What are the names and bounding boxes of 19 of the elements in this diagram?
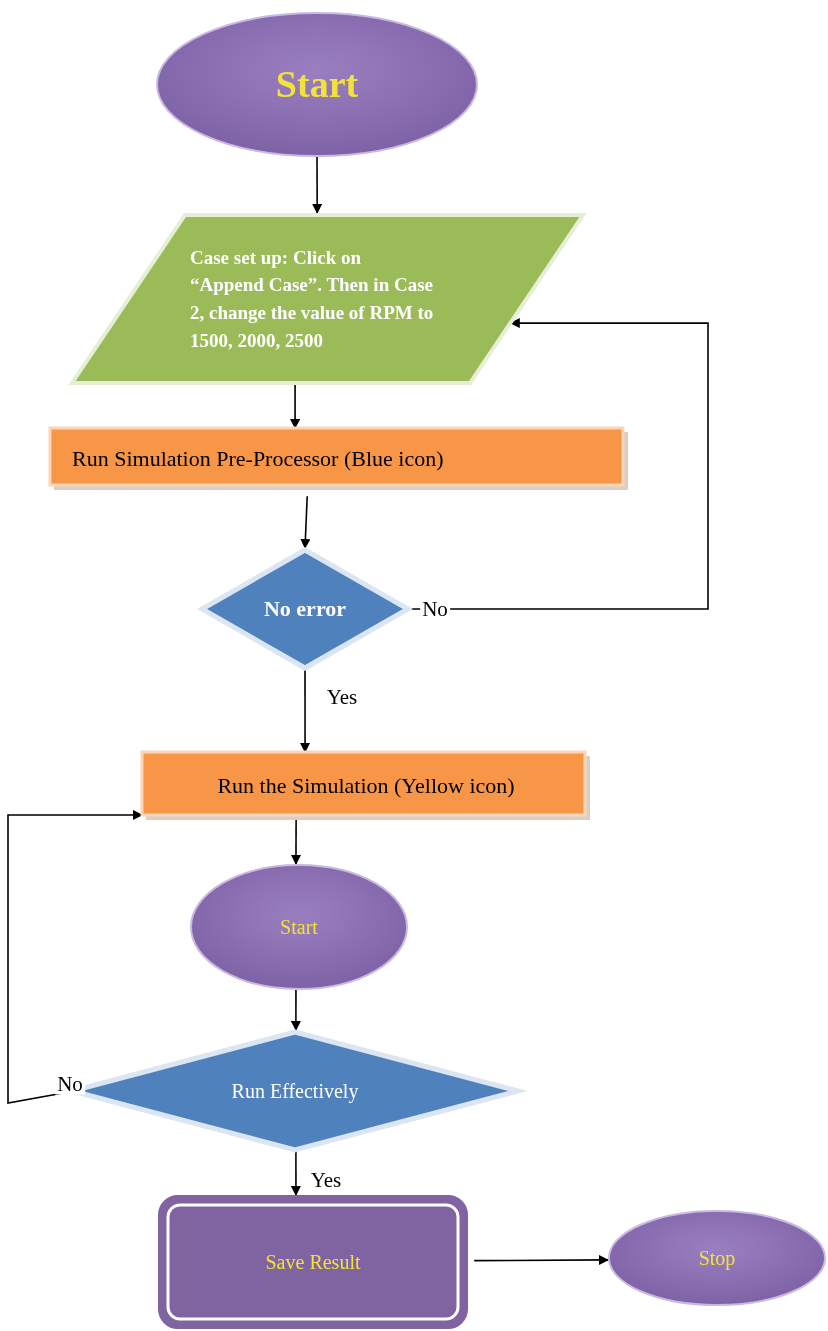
arrow bbox=[300, 669, 311, 753]
arrow bbox=[290, 1151, 301, 1196]
arrow bbox=[300, 495, 311, 549]
arrow bbox=[291, 819, 301, 865]
arrow bbox=[290, 989, 301, 1031]
node-label: Run the Simulation (Yellow icon) bbox=[217, 772, 515, 801]
arrow bbox=[290, 384, 301, 429]
arrow bbox=[312, 156, 323, 214]
arrow bbox=[473, 1254, 609, 1265]
arrow bbox=[7, 809, 143, 1104]
node-label: Save Result bbox=[265, 1249, 361, 1275]
node-label: Stop bbox=[698, 1245, 736, 1272]
node-label: No error bbox=[263, 595, 347, 624]
arrow bbox=[409, 318, 709, 610]
node-label: Case set up: Click on “Append Case”. Then in Case 2, change the value of RPM to 1500, 2000, 2500 bbox=[190, 245, 435, 353]
node-label: Run Effectively bbox=[231, 1078, 359, 1105]
node-label: Start bbox=[275, 61, 359, 107]
node-label: Run Simulation Pre-Processor (Blue icon) bbox=[72, 445, 444, 474]
node-label: Start bbox=[280, 914, 318, 940]
